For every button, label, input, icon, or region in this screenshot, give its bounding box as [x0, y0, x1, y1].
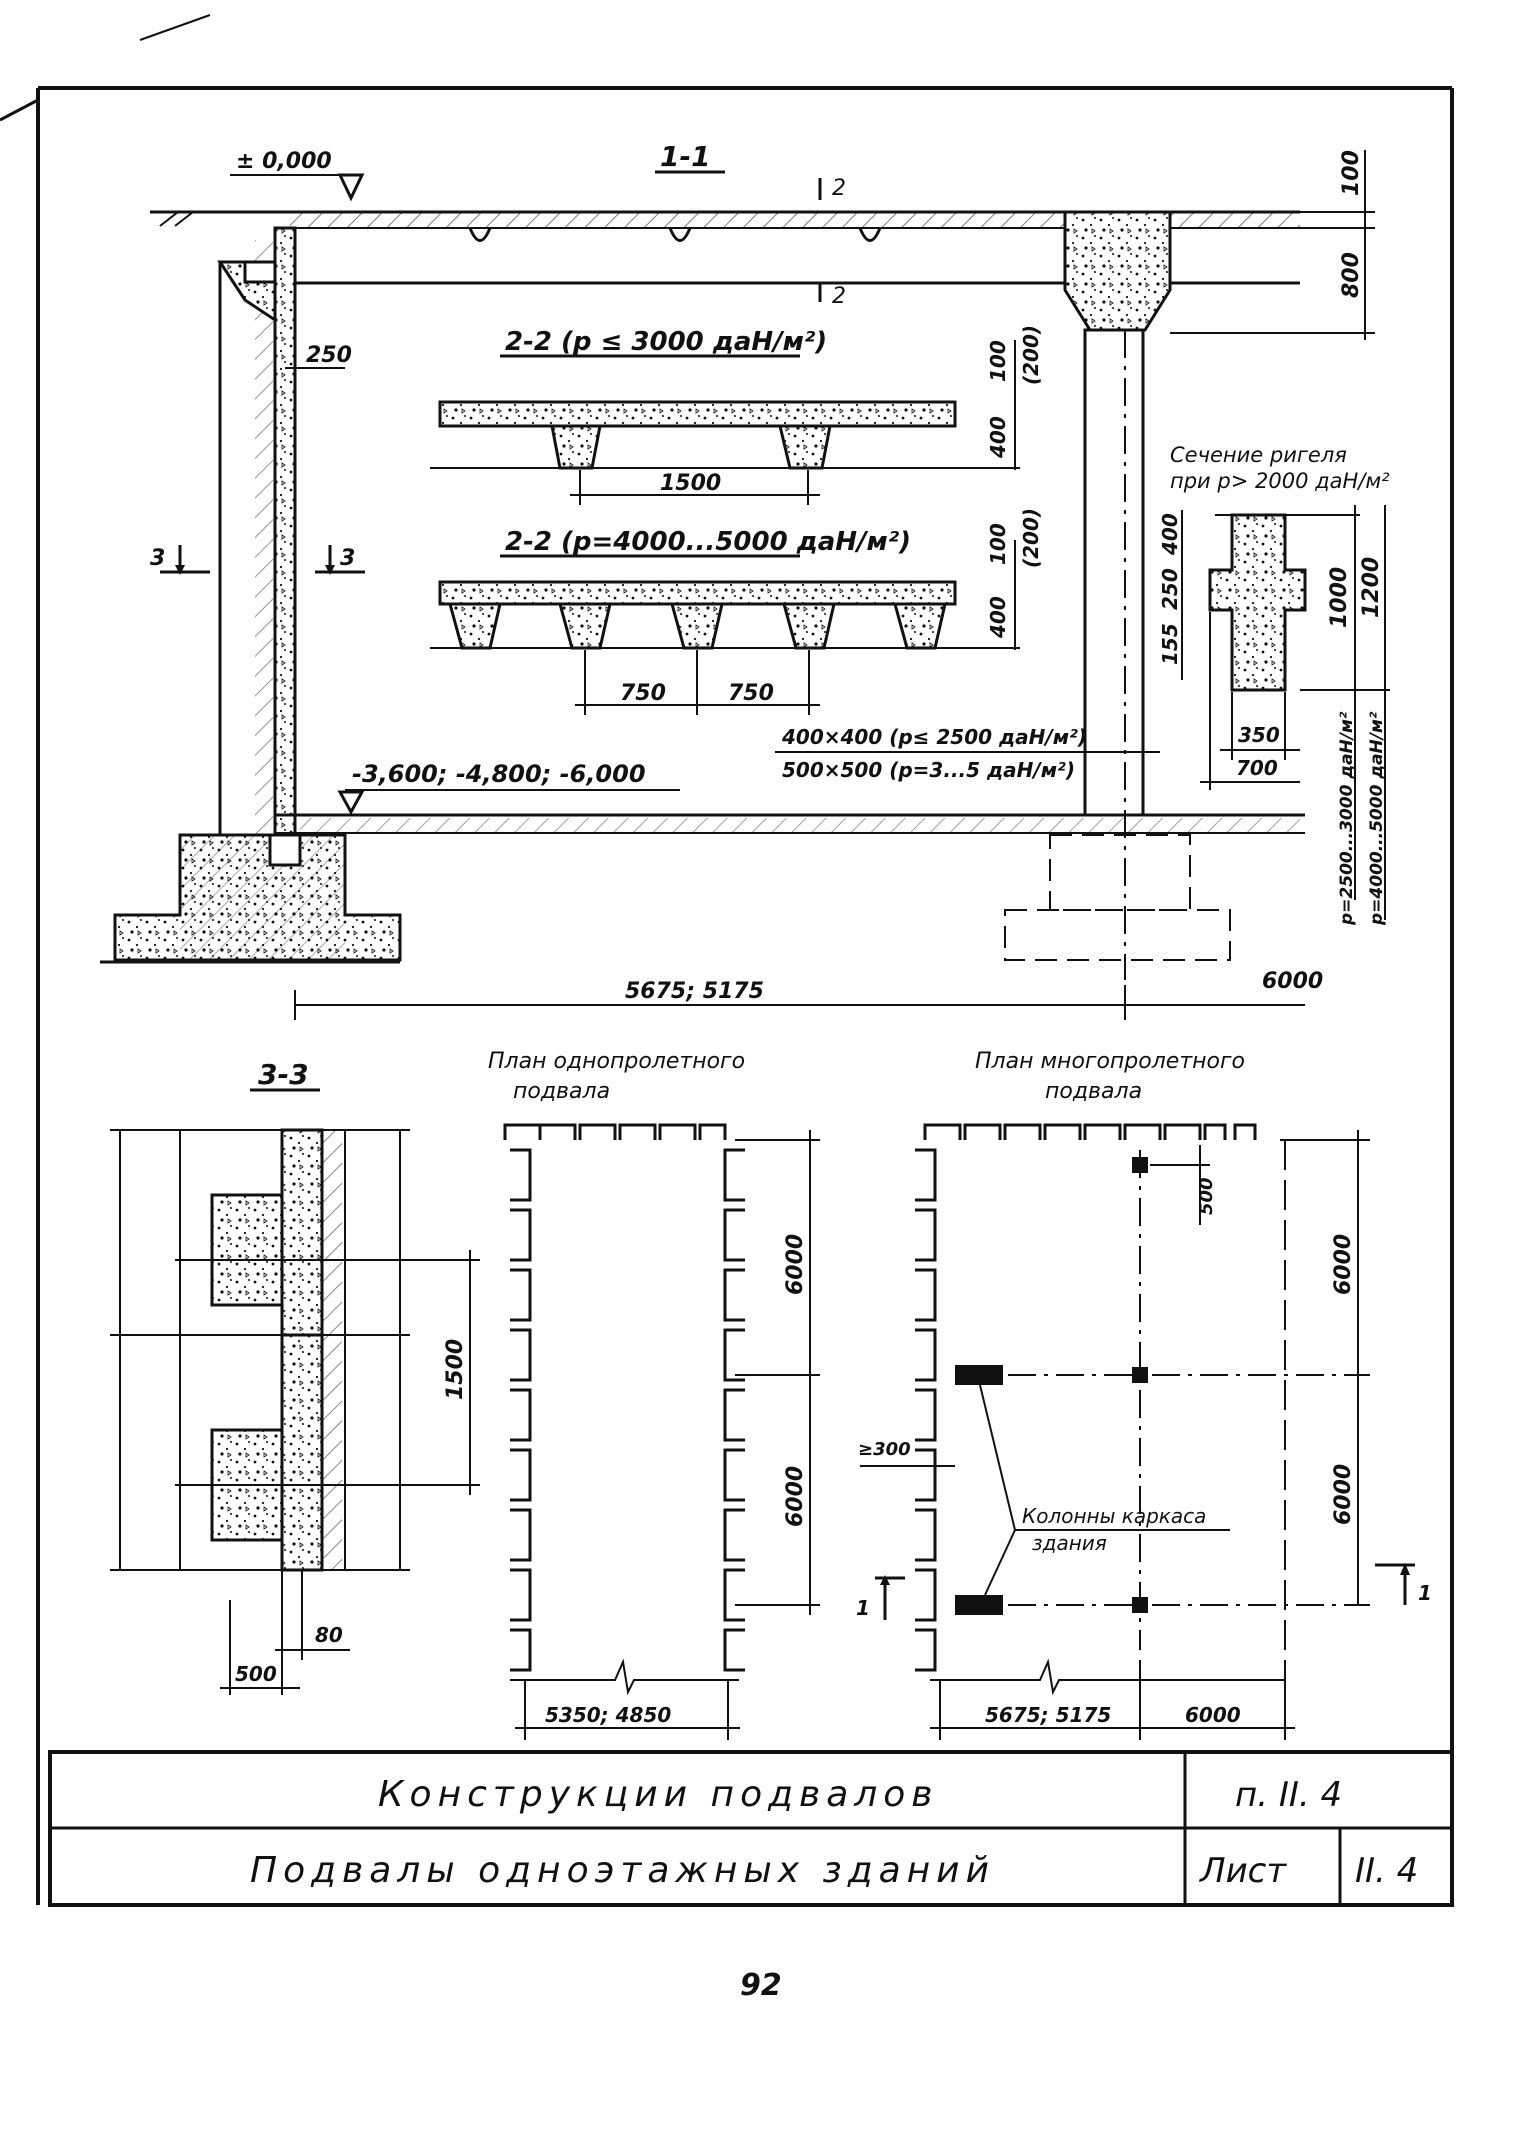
section-2-2-b-dim-top: 100: [986, 523, 1010, 565]
column-marker: [1132, 1157, 1148, 1173]
girder-dim-1000: 1000: [1327, 567, 1352, 628]
plan-multi-label-1: Колонны каркаса: [1022, 1504, 1206, 1528]
pilaster-marker: [955, 1365, 1003, 1385]
girder-load-1: p=2500...3000 даН/м²: [1337, 711, 1357, 926]
plan-multi-dim-2: 6000: [1331, 1464, 1356, 1525]
section-2-2-a-pitch: 1500: [660, 471, 721, 496]
plan-multi-cut-right: 1: [1418, 1581, 1432, 1605]
span-left: 5675; 5175: [625, 979, 764, 1004]
section-2-2-b-pitch-1: 750: [620, 681, 666, 706]
title-row-1: Конструкции подвалов: [378, 1774, 939, 1815]
girder-load-2: p=4000...5000 даН/м²: [1367, 711, 1387, 926]
section-3-3-dim-80: 80: [315, 1623, 343, 1647]
column-note-line-2: 500×500 (p=3...5 даН/м²): [782, 758, 1075, 782]
section-2-2-b-pitch-2: 750: [728, 681, 774, 706]
plan-multi-label-2: здания: [1032, 1531, 1107, 1555]
girder-dim-350: 350: [1238, 723, 1280, 747]
page-number: 92: [740, 1968, 782, 2003]
span-right: 6000: [1262, 969, 1323, 994]
section-2-2-a: 2-2 (p ≤ 3000 даН/м²) 1500 100 (200) 400: [430, 325, 1043, 505]
plan-single-dim-1: 6000: [783, 1234, 808, 1295]
girder-dim-155: 155: [1158, 623, 1182, 665]
pilaster-marker: [955, 1595, 1003, 1615]
girder-title-1: Сечение ригеля: [1170, 443, 1347, 467]
plan-multi-dim-1: 6000: [1331, 1234, 1356, 1295]
cut-mark-3-left: 3: [150, 546, 165, 571]
section-3-3-title: 3-3: [258, 1058, 309, 1091]
plan-single-dim-width: 5350; 4850: [545, 1703, 671, 1727]
column-note-line-1: 400×400 (p≤ 2500 даН/м²): [781, 725, 1087, 749]
section-2-2-b-dim-top-alt: (200): [1019, 508, 1043, 568]
title-block: Конструкции подвалов п. II. 4 Подвалы од…: [48, 1750, 1454, 1907]
plan-multi-dim-right: 6000: [1185, 1703, 1241, 1727]
girder-section: Сечение ригеля при p> 2000 даН/м² 400 25…: [1158, 443, 1390, 926]
column-marker: [1132, 1597, 1148, 1613]
girder-dim-250: 250: [1158, 568, 1182, 610]
sheet-label: Лист: [1198, 1851, 1287, 1891]
plan-single-dim-2: 6000: [783, 1466, 808, 1527]
cut-mark-upper: 2: [832, 176, 846, 201]
plan-multi-title-1: План многопролетного: [975, 1049, 1245, 1074]
plan-single-span: План однопролетного подвала 6000 6000 53…: [488, 1049, 820, 1740]
plan-multi-title-2: подвала: [1045, 1079, 1142, 1104]
section-2-2-b-title: 2-2 (p=4000...5000 даН/м²): [505, 527, 911, 557]
cut-mark-lower: 2: [832, 284, 846, 309]
plan-multi-span: План многопролетного подвала 6000 6000 5…: [856, 1049, 1432, 1740]
dim-slab-100: 100: [1339, 150, 1364, 196]
section-3-3: 3-3 1500 80 500: [110, 1058, 480, 1695]
section-2-2-a-title: 2-2 (p ≤ 3000 даН/м²): [505, 327, 827, 357]
elevation-bottom: -3,600; -4,800; -6,000: [352, 760, 646, 788]
title-row-1-code: п. II. 4: [1235, 1775, 1342, 1815]
plan-multi-dim-300: ≥300: [858, 1439, 911, 1460]
elevation-top: ± 0,000: [236, 149, 332, 174]
column-size-note: 400×400 (p≤ 2500 даН/м²) 500×500 (p=3...…: [775, 725, 1160, 782]
section-2-2-a-dim-top: 100: [986, 340, 1010, 382]
section-1-1-title: 1-1: [660, 140, 711, 173]
dim-wall-250: 250: [306, 343, 352, 368]
elevation-marker-bottom-icon: [337, 790, 365, 816]
girder-title-2: при p> 2000 даН/м²: [1170, 469, 1390, 493]
girder-dim-700: 700: [1236, 756, 1278, 780]
section-1-1: 2 2 1-1 ± 0,000 100 800 250 3 3 -3,600; …: [100, 140, 1375, 1020]
girder-dim-1200: 1200: [1359, 557, 1384, 618]
section-2-2-a-dim-rib: 400: [986, 416, 1010, 459]
section-3-3-dim-pitch: 1500: [443, 1339, 468, 1400]
sheet-value: II. 4: [1355, 1851, 1418, 1891]
dim-beam-800: 800: [1339, 252, 1364, 298]
column-marker: [1132, 1367, 1148, 1383]
girder-dim-400: 400: [1158, 513, 1182, 556]
section-2-2-a-dim-top-alt: (200): [1019, 325, 1043, 385]
plan-multi-dim-left: 5675; 5175: [985, 1703, 1111, 1727]
title-row-2: Подвалы одноэтажных зданий: [250, 1850, 995, 1891]
elevation-marker-icon: [337, 173, 365, 202]
section-2-2-b-dim-rib: 400: [986, 596, 1010, 639]
cut-mark-3-right: 3: [340, 546, 355, 571]
plan-multi-dim-500: 500: [1196, 1177, 1217, 1215]
section-2-2-b: 2-2 (p=4000...5000 даН/м²) 750 750 100 (…: [430, 508, 1043, 715]
section-3-3-dim-500: 500: [235, 1662, 277, 1686]
plan-multi-cut-left: 1: [856, 1596, 870, 1620]
plan-single-title-1: План однопролетного: [488, 1049, 745, 1074]
plan-single-title-2: подвала: [513, 1079, 610, 1104]
